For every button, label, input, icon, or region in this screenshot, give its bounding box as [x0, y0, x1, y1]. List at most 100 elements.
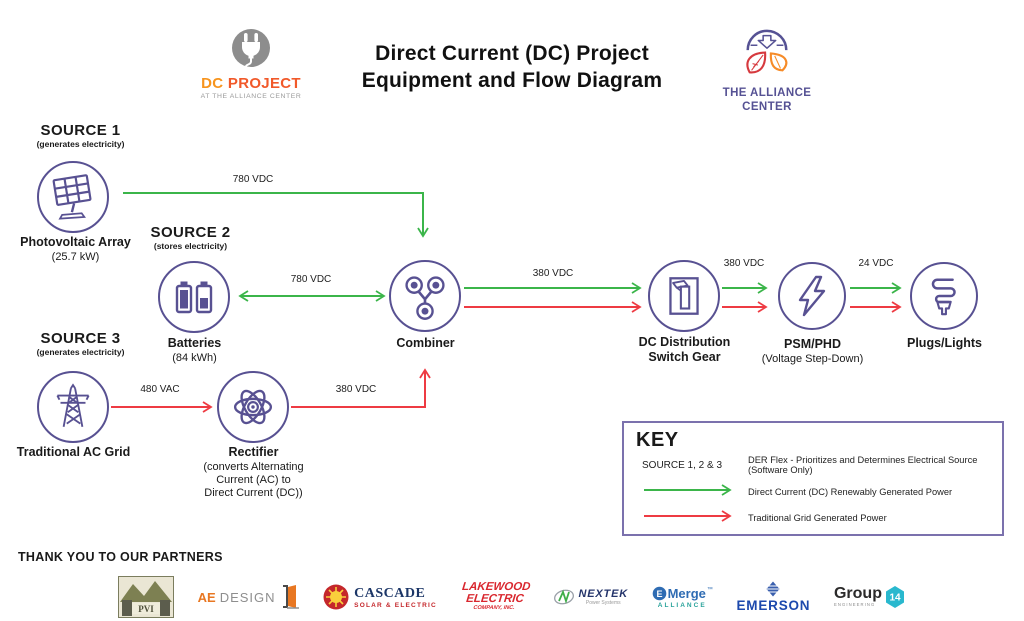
- key-green-text: Direct Current (DC) Renewably Generated …: [748, 486, 953, 497]
- combiner-icon: [405, 276, 445, 320]
- volt-combiner-switchgear: 380 VDC: [532, 268, 574, 279]
- nextek-swoosh-icon: [553, 589, 574, 605]
- emerge-logo: E Merge ™ ALLIANCE: [652, 586, 713, 609]
- switchgear-label: DC Distribution Switch Gear: [638, 335, 731, 364]
- volt-switchgear-psm: 380 VDC: [723, 258, 765, 269]
- batteries-label: Batteries: [167, 336, 222, 350]
- dc-project-logo: DC PROJECT AT THE ALLIANCE CENTER: [199, 28, 303, 100]
- volt-grid-rectifier: 480 VAC: [140, 384, 180, 395]
- psm-label-block: PSM/PHD (Voltage Step-Down): [740, 337, 885, 366]
- sun-icon: [323, 584, 349, 610]
- cascade-tagline: SOLAR & ELECTRIC: [354, 601, 437, 609]
- volt-psm-plugs: 24 VDC: [858, 258, 894, 269]
- plugs-label-block: Plugs/Lights: [872, 336, 1017, 351]
- lakewood-logo: LAKEWOOD ELECTRIC COMPANY, INC.: [459, 581, 531, 612]
- emerson-name: EMERSON: [736, 598, 811, 613]
- combiner-label-block: Combiner: [353, 336, 498, 351]
- emerge-name: Merge: [667, 585, 706, 601]
- rectifier-sublabel: (converts Alternating Current (AC) to Di…: [203, 461, 304, 500]
- source2-subtitle: (stores electricity): [153, 240, 228, 251]
- plugs-lights-node: [910, 262, 978, 330]
- pv-sublabel: (25.7 kW): [51, 251, 100, 263]
- emerge-tm: ™: [706, 587, 713, 593]
- nextek-tagline: Power Systems: [585, 600, 621, 606]
- batteries-sublabel: (84 kWh): [172, 352, 217, 364]
- source1-subtitle: (generates electricity): [36, 138, 125, 149]
- group14-hexagon-icon: 14: [885, 586, 904, 608]
- door-icon: [282, 585, 299, 609]
- dc-logo-dc: DC: [201, 75, 228, 92]
- ae-design-name: AE: [197, 589, 216, 605]
- alliance-center-icon: [746, 29, 788, 74]
- key-row-sources: SOURCE 1, 2 & 3 DER Flex - Prioritizes a…: [642, 455, 998, 475]
- ae-design-suffix: DESIGN: [219, 589, 276, 605]
- source1-title: SOURCE 1: [40, 122, 121, 139]
- dc-logo-project: PROJECT: [227, 75, 301, 92]
- alliance-center-logo: THE ALLIANCE CENTER: [702, 26, 832, 115]
- volt-rectifier-combiner: 380 VDC: [335, 384, 377, 395]
- switch-gear-icon: [669, 277, 699, 315]
- source3-subtitle: (generates electricity): [36, 346, 125, 357]
- combiner-node: [389, 260, 461, 332]
- group14-name: Group: [833, 585, 882, 603]
- pv-label-block: Photovoltaic Array (25.7 kW): [3, 235, 148, 264]
- group14-tagline: ENGINEERING: [833, 601, 876, 607]
- lakewood-line2: ELECTRIC: [465, 592, 524, 605]
- key-box: KEY SOURCE 1, 2 & 3 DER Flex - Prioritiz…: [622, 421, 1004, 536]
- alliance-center-name: THE ALLIANCE CENTER: [722, 87, 812, 113]
- key-red-text: Traditional Grid Generated Power: [748, 512, 887, 523]
- combiner-label: Combiner: [396, 336, 455, 350]
- red-arrow-icon: [644, 510, 732, 522]
- cascade-name: CASCADE: [354, 585, 426, 601]
- volt-pv-combiner: 780 VDC: [232, 174, 274, 185]
- volt-batteries-combiner: 780 VDC: [290, 274, 332, 285]
- pvi-logo-text: PVI: [138, 604, 154, 614]
- lightning-bolt-icon: [798, 275, 826, 317]
- key-sources-text: DER Flex - Prioritizes and Determines El…: [748, 455, 978, 475]
- switchgear-node: [648, 260, 720, 332]
- photovoltaic-array-node: [37, 161, 109, 233]
- lakewood-line3: COMPANY, INC.: [472, 605, 515, 612]
- emerge-e-icon: E: [652, 586, 666, 600]
- rectifier-label: Rectifier: [228, 445, 279, 459]
- pv-label: Photovoltaic Array: [20, 235, 131, 249]
- grid-label: Traditional AC Grid: [16, 445, 131, 459]
- source3-header: SOURCE 3 (generates electricity): [8, 331, 153, 357]
- switchgear-label-block: DC Distribution Switch Gear: [612, 335, 757, 365]
- cfl-bulb-plug-icon: [931, 278, 956, 316]
- page-title: Direct Current (DC) Project Equipment an…: [361, 42, 663, 93]
- source1-header: SOURCE 1 (generates electricity): [8, 123, 153, 149]
- batteries-node: [158, 261, 230, 333]
- source2-title: SOURCE 2: [150, 224, 231, 241]
- source3-title: SOURCE 3: [40, 330, 121, 347]
- rectifier-label-block: Rectifier (converts Alternating Current …: [181, 445, 326, 501]
- source2-header: SOURCE 2 (stores electricity): [118, 225, 263, 251]
- ae-design-logo: AE DESIGN: [198, 584, 300, 610]
- pvi-logo: PVI: [118, 576, 174, 618]
- key-row-red: Traditional Grid Generated Power: [642, 509, 998, 526]
- nextek-logo: NEXTEK Power Systems: [553, 588, 628, 606]
- solar-panel-icon: [52, 174, 92, 220]
- transmission-tower-icon: [56, 383, 90, 427]
- plug-icon: [232, 29, 270, 67]
- group14-number: 14: [889, 593, 901, 604]
- grid-label-block: Traditional AC Grid: [1, 445, 146, 460]
- partners-heading: THANK YOU TO OUR PARTNERS: [18, 550, 223, 564]
- key-title: KEY: [636, 429, 679, 451]
- key-sources-label: SOURCE 1, 2 & 3: [642, 459, 723, 471]
- psm-node: [778, 262, 846, 330]
- partners-row: PVI AE DESIGN CASCADE SOLAR &: [118, 572, 906, 621]
- dc-project-logo-name: DC PROJECT: [199, 75, 303, 92]
- key-row-green: Direct Current (DC) Renewably Generated …: [642, 483, 998, 500]
- atom-icon: [233, 389, 273, 425]
- batteries-icon: [175, 281, 213, 314]
- cascade-logo: CASCADE SOLAR & ELECTRIC: [323, 584, 437, 610]
- batteries-label-block: Batteries (84 kWh): [122, 336, 267, 365]
- emerson-logo: EMERSON: [737, 581, 811, 613]
- rectifier-node: [217, 371, 289, 443]
- green-arrow-icon: [644, 484, 732, 496]
- plugs-label: Plugs/Lights: [907, 336, 982, 350]
- emerge-tagline: ALLIANCE: [657, 601, 707, 609]
- nextek-name: NEXTEK: [578, 588, 628, 600]
